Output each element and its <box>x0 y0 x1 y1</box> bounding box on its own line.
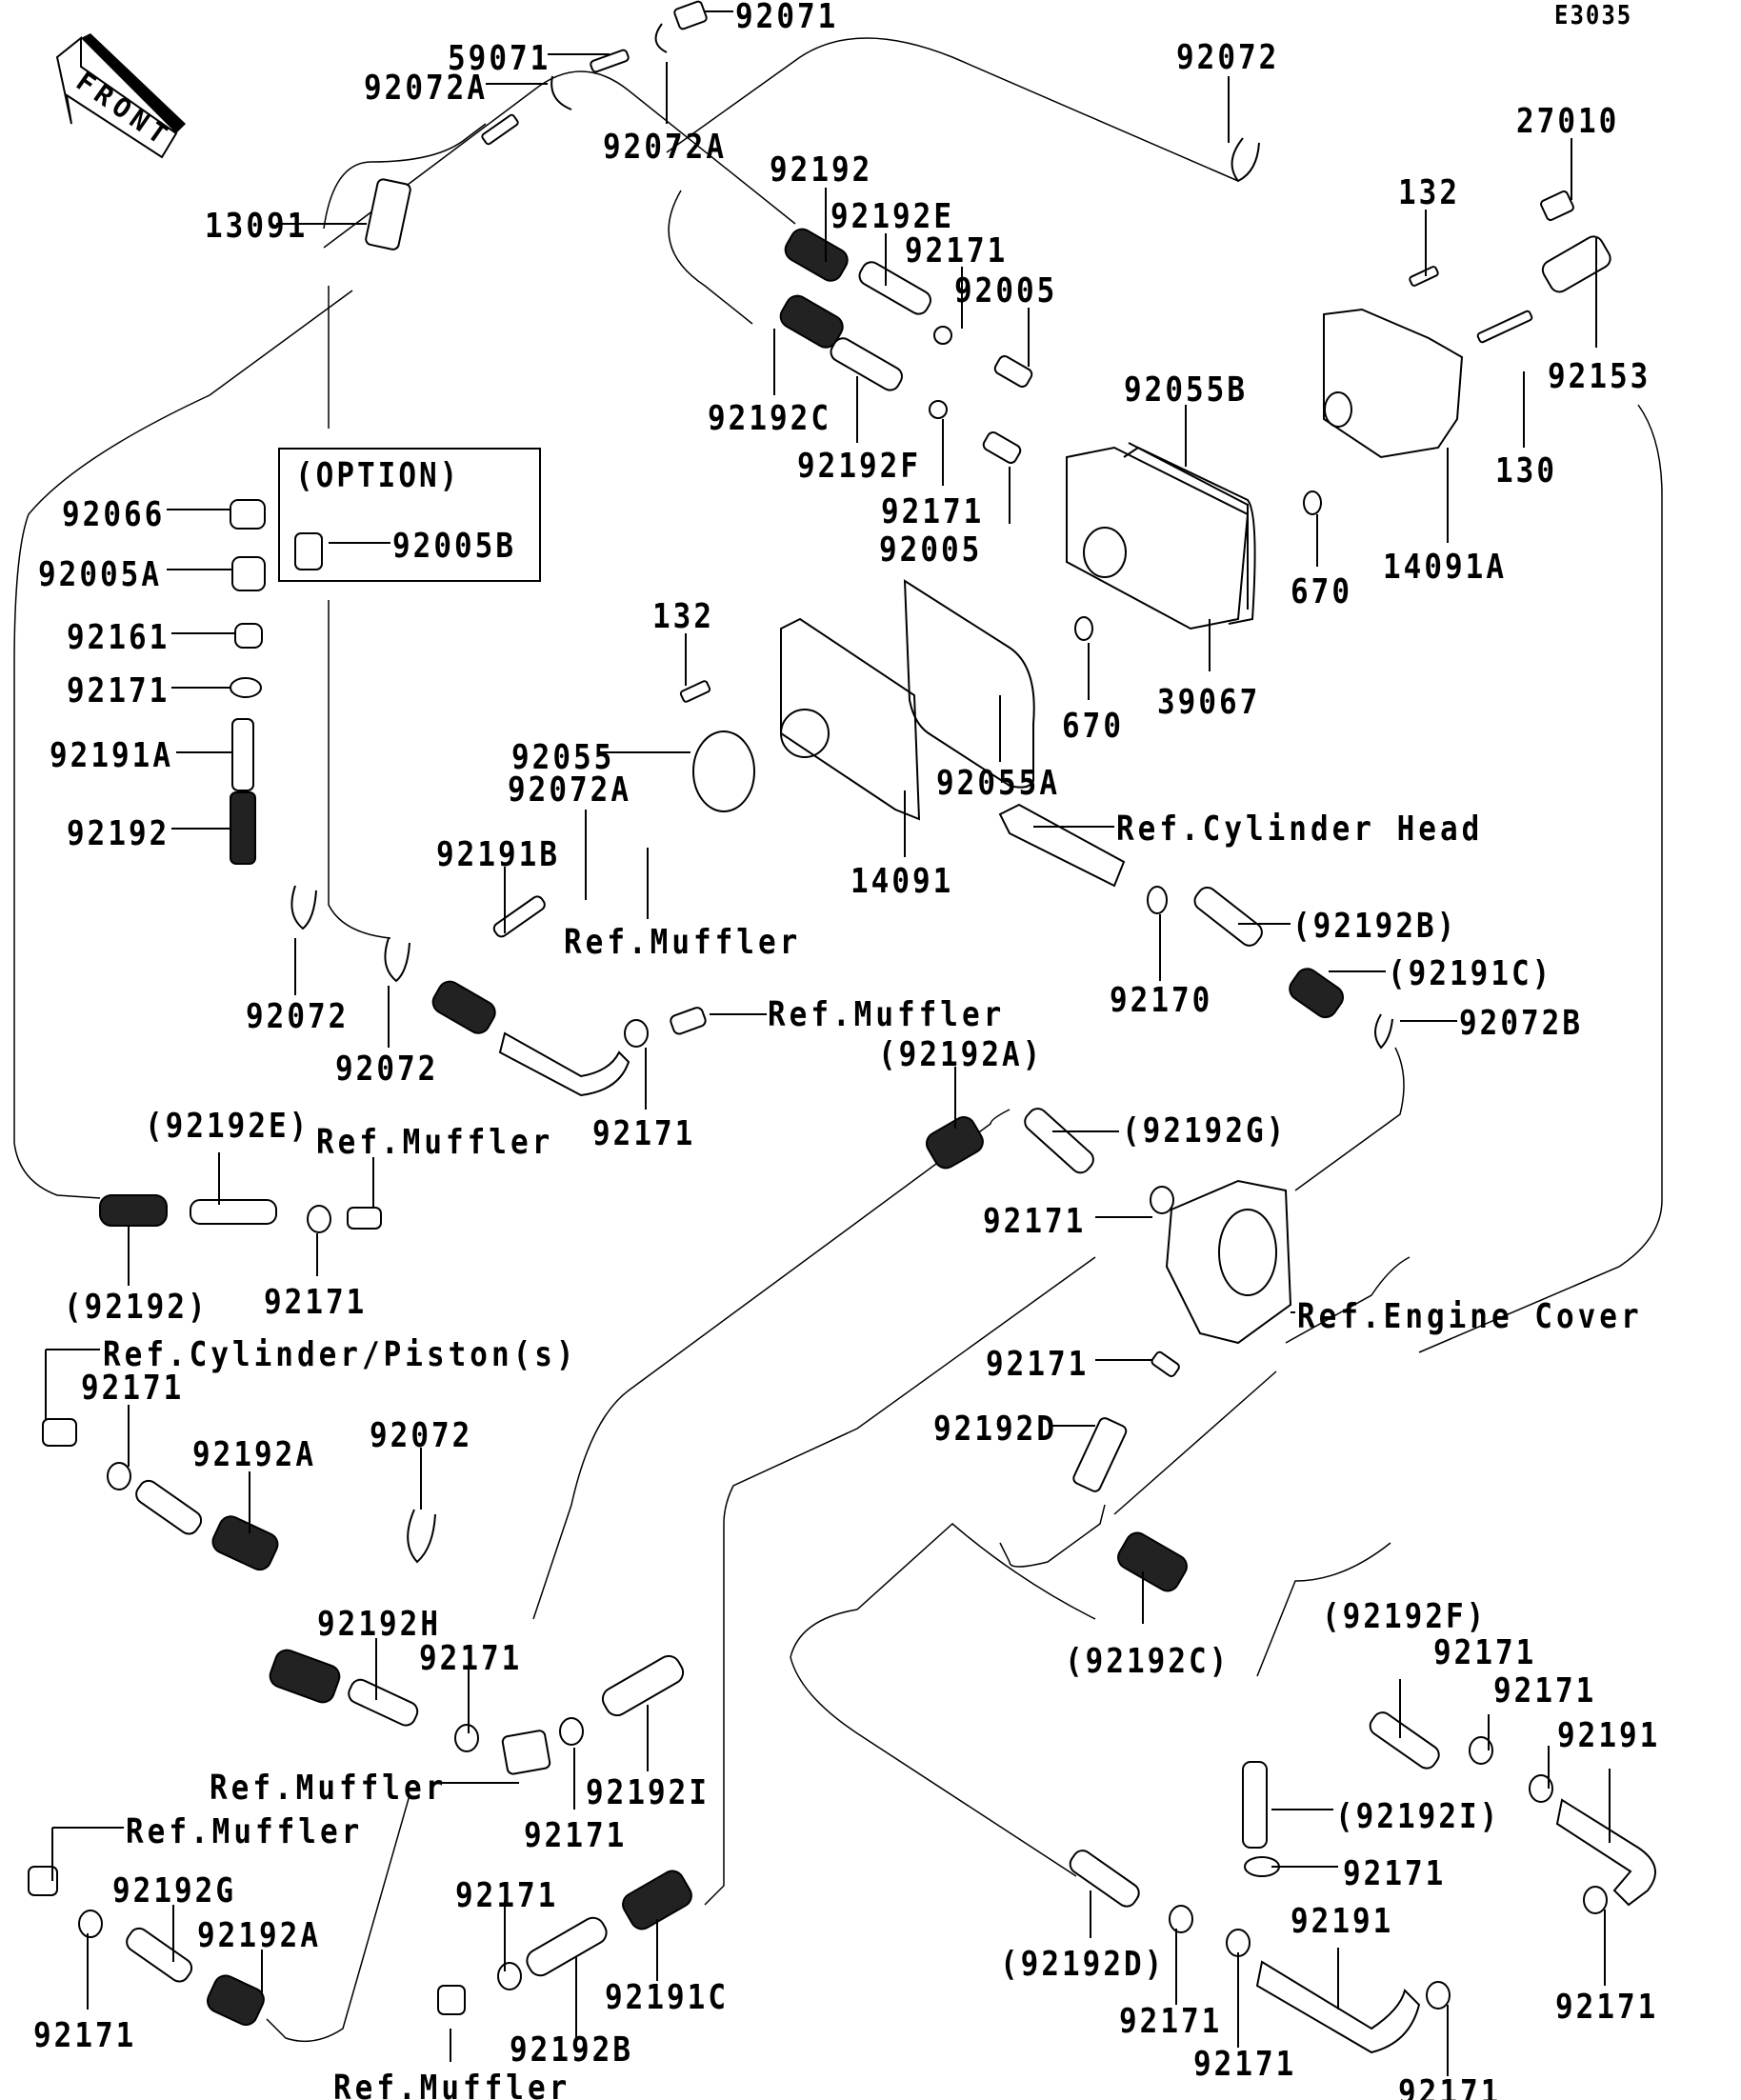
callout-ref-engine-cover[interactable]: Ref.Engine Cover <box>1297 1296 1643 1336</box>
callout-27010[interactable]: 27010 <box>1516 101 1620 141</box>
callout-92192[interactable]: 92192 <box>770 150 873 190</box>
callout-92072[interactable]: 92072 <box>246 996 350 1036</box>
callout-92192B-ref[interactable]: (92192B) <box>1292 906 1458 946</box>
callout-92192F[interactable]: 92192F <box>797 446 921 486</box>
callout-92192A[interactable]: 92192A <box>192 1434 316 1474</box>
callout-92171[interactable]: 92171 <box>1119 2001 1223 2041</box>
callout-670[interactable]: 670 <box>1062 706 1124 746</box>
callout-59071[interactable]: 59071 <box>448 38 551 78</box>
callout-130[interactable]: 130 <box>1495 450 1557 490</box>
front-arrow-icon: FRONT <box>55 33 186 159</box>
part-shapes <box>28 0 1656 2054</box>
option-box <box>278 448 541 582</box>
callout-92072[interactable]: 92072 <box>335 1049 439 1089</box>
callout-92072[interactable]: 92072 <box>1176 37 1280 77</box>
callout-92191C-ref[interactable]: (92191C) <box>1388 953 1553 993</box>
option-box-title: (OPTION) <box>295 455 461 495</box>
callout-92072B[interactable]: 92072B <box>1459 1003 1583 1043</box>
callout-92170[interactable]: 92170 <box>1110 980 1213 1020</box>
callout-92171[interactable]: 92171 <box>1493 1670 1597 1710</box>
callout-ref-muffler[interactable]: Ref.Muffler <box>768 994 1006 1034</box>
callout-92072A[interactable]: 92072A <box>508 770 631 810</box>
callout-92192B[interactable]: 92192B <box>510 2030 633 2070</box>
callout-92192G[interactable]: 92192G <box>112 1870 236 1910</box>
callout-ref-muffler[interactable]: Ref.Muffler <box>333 2068 571 2100</box>
callout-92005A[interactable]: 92005A <box>38 554 162 594</box>
callout-92192I[interactable]: 92192I <box>586 1772 710 1812</box>
callout-ref-muffler[interactable]: Ref.Muffler <box>126 1811 364 1851</box>
callout-92153[interactable]: 92153 <box>1548 356 1651 396</box>
callout-92072A[interactable]: 92072A <box>603 127 727 167</box>
callout-92171[interactable]: 92171 <box>33 2015 137 2055</box>
callout-92192E[interactable]: 92192E <box>830 196 954 236</box>
callout-92055[interactable]: 92055 <box>511 737 615 777</box>
callout-92072[interactable]: 92072 <box>370 1415 473 1455</box>
callout-92171[interactable]: 92171 <box>524 1815 628 1855</box>
callout-92171[interactable]: 92171 <box>905 230 1009 270</box>
callout-92192G-ref[interactable]: (92192G) <box>1122 1110 1288 1150</box>
callout-ref-muffler[interactable]: Ref.Muffler <box>316 1122 554 1162</box>
callout-92171[interactable]: 92171 <box>1343 1853 1447 1893</box>
callout-92192H[interactable]: 92192H <box>317 1604 441 1644</box>
callout-92055B[interactable]: 92055B <box>1124 370 1248 410</box>
callout-13091[interactable]: 13091 <box>205 206 309 246</box>
callout-92191[interactable]: 92191 <box>1291 1901 1394 1941</box>
callout-92055A[interactable]: 92055A <box>936 763 1060 803</box>
callout-92171[interactable]: 92171 <box>983 1201 1087 1241</box>
callout-92192D[interactable]: 92192D <box>933 1409 1057 1449</box>
callout-92171[interactable]: 92171 <box>986 1344 1090 1384</box>
diagram-code: E3035 <box>1554 0 1633 30</box>
callout-92072A[interactable]: 92072A <box>364 68 488 108</box>
callout-132[interactable]: 132 <box>1398 172 1460 212</box>
callout-92171[interactable]: 92171 <box>455 1875 559 1915</box>
callout-92171[interactable]: 92171 <box>1433 1632 1537 1672</box>
callout-ref-cylinder-piston[interactable]: Ref.Cylinder/Piston(s) <box>103 1334 578 1374</box>
callout-92192A-ref[interactable]: (92192A) <box>878 1034 1044 1074</box>
callout-92071[interactable]: 92071 <box>735 0 839 36</box>
callout-92192[interactable]: 92192 <box>67 813 170 853</box>
callout-92192C-ref[interactable]: (92192C) <box>1065 1641 1231 1681</box>
leader-lines <box>45 10 1611 2076</box>
callout-92191A[interactable]: 92191A <box>50 735 173 775</box>
callout-92066[interactable]: 92066 <box>62 494 166 534</box>
callout-ref-cylinder-head[interactable]: Ref.Cylinder Head <box>1116 809 1484 849</box>
callout-92192F-ref[interactable]: (92192F) <box>1322 1596 1488 1636</box>
callout-92005[interactable]: 92005 <box>879 530 983 570</box>
callout-670[interactable]: 670 <box>1291 571 1352 611</box>
callout-14091[interactable]: 14091 <box>850 861 954 901</box>
callout-92171[interactable]: 92171 <box>1555 1987 1659 2027</box>
callout-92171[interactable]: 92171 <box>1193 2044 1297 2084</box>
callout-92171[interactable]: 92171 <box>592 1113 696 1153</box>
callout-92191B[interactable]: 92191B <box>436 834 560 874</box>
callout-92192C[interactable]: 92192C <box>708 398 831 438</box>
routing-lines <box>13 37 1663 2043</box>
callout-92171[interactable]: 92171 <box>1398 2072 1502 2100</box>
callout-92192E-ref[interactable]: (92192E) <box>145 1106 310 1146</box>
callout-ref-muffler[interactable]: Ref.Muffler <box>210 1768 448 1808</box>
callout-92192A[interactable]: 92192A <box>197 1915 321 1955</box>
callout-92171[interactable]: 92171 <box>881 491 985 531</box>
callout-92005B[interactable]: 92005B <box>392 526 516 566</box>
callout-92171[interactable]: 92171 <box>264 1282 368 1322</box>
callout-92171[interactable]: 92171 <box>67 670 170 710</box>
callout-92191C[interactable]: 92191C <box>605 1977 729 2017</box>
callout-39067[interactable]: 39067 <box>1157 682 1261 722</box>
callout-92192-ref[interactable]: (92192) <box>64 1287 209 1327</box>
callout-92171[interactable]: 92171 <box>419 1638 523 1678</box>
callout-132[interactable]: 132 <box>652 596 714 636</box>
callout-92192I-ref[interactable]: (92192I) <box>1335 1796 1501 1836</box>
callout-92005[interactable]: 92005 <box>954 270 1058 310</box>
callout-92192D-ref[interactable]: (92192D) <box>1000 1944 1166 1984</box>
callout-ref-muffler[interactable]: Ref.Muffler <box>564 922 802 962</box>
callout-14091A[interactable]: 14091A <box>1383 547 1507 587</box>
callout-92191[interactable]: 92191 <box>1557 1715 1661 1755</box>
callout-92171[interactable]: 92171 <box>81 1368 185 1408</box>
callout-92161[interactable]: 92161 <box>67 617 170 657</box>
